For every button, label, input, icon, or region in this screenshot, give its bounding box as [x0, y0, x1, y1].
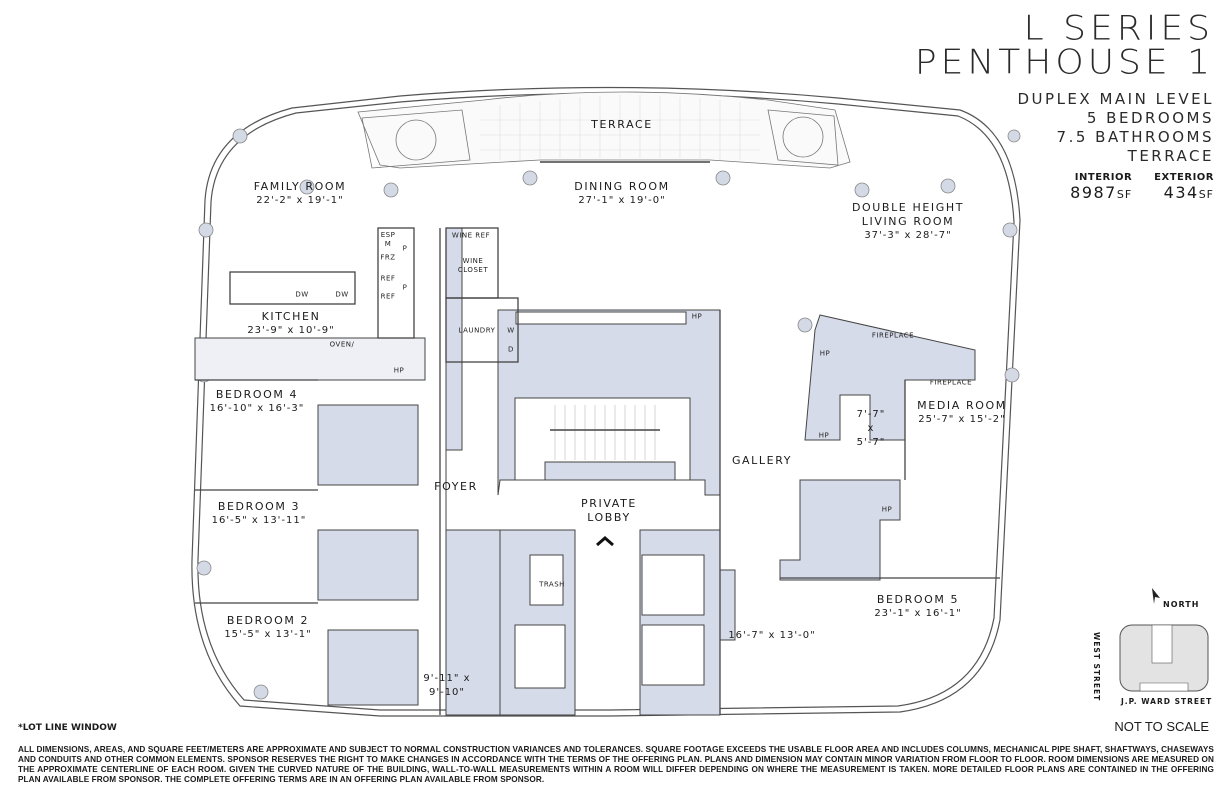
interior-walls [195, 227, 1000, 715]
hp-label-bedroom5: HP [881, 505, 893, 514]
columns [196, 128, 1021, 700]
north-arrow-icon [1152, 588, 1160, 604]
exterior-value: 434 [1163, 183, 1199, 202]
level-label: DUPLEX MAIN LEVEL [1017, 90, 1214, 108]
room-terrace: TERRACE [591, 118, 653, 131]
pantry-label-2: P [402, 283, 408, 292]
not-to-scale-label: NOT TO SCALE [1114, 719, 1209, 734]
dishwasher-label-2: DW [335, 290, 349, 299]
interior-value: 8987 [1070, 183, 1117, 202]
key-map [1119, 624, 1209, 692]
terrace [357, 91, 851, 169]
room-bedroom-1-dims: 16'-7" x 13'-0" [728, 630, 816, 641]
wine-ref-label: WINE REF [451, 231, 491, 240]
lot-line-footnote: *LOT LINE WINDOW [18, 723, 117, 733]
fireplace-label-1: FIREPLACE [871, 331, 915, 340]
room-foyer: FOYER [434, 480, 478, 493]
room-gallery: GALLERY [731, 454, 793, 467]
area-summary: INTERIOR 8987SF EXTERIOR 434SF [1070, 172, 1214, 202]
bedrooms-label: 5 BEDROOMS [1086, 109, 1214, 127]
interior-unit: SF [1116, 188, 1133, 201]
ref-label-1: REF [380, 274, 396, 283]
interior-label: INTERIOR [1074, 172, 1133, 183]
pantry-label-1: P [402, 244, 408, 253]
trash-label: TRASH [539, 580, 565, 589]
exterior-area: EXTERIOR 434SF [1154, 172, 1214, 202]
hp-label-media-2: HP [818, 431, 830, 440]
dryer-label: D [508, 345, 514, 354]
oven-label: OVEN/ [329, 340, 355, 349]
laundry-label: LAUNDRY [458, 326, 496, 335]
hp-label-core: HP [691, 312, 703, 321]
stair-void [514, 311, 705, 689]
jp-ward-street-label: J.P. WARD STREET [1121, 697, 1213, 706]
interior-area: INTERIOR 8987SF [1070, 172, 1132, 202]
series-title: L SERIES [1023, 9, 1214, 49]
ref-label-2: REF [380, 292, 396, 301]
legal-disclaimer: ALL DIMENSIONS, AREAS, AND SQUARE FEET/M… [18, 745, 1214, 784]
title-block: L SERIES PENTHOUSE 1 DUPLEX MAIN LEVEL 5… [914, 9, 1214, 166]
north-label: NORTH [1163, 600, 1200, 609]
bathrooms-label: 7.5 BATHROOMS [1056, 128, 1214, 146]
hp-label-media-1: HP [819, 349, 831, 358]
exterior-label: EXTERIOR [1154, 172, 1214, 183]
terrace-label: TERRACE [1127, 147, 1214, 165]
fireplace-label-2: FIREPLACE [929, 378, 973, 387]
dishwasher-label-1: DW [295, 290, 309, 299]
freezer-label: FRZ [380, 253, 396, 262]
entry-arrow-icon [596, 536, 614, 547]
west-street-label: WEST STREET [1092, 632, 1101, 702]
hp-label-kitchen: HP [393, 366, 405, 375]
unit-title: PENTHOUSE 1 [914, 43, 1214, 82]
exterior-unit: SF [1198, 188, 1214, 201]
washer-label: W [507, 326, 515, 335]
